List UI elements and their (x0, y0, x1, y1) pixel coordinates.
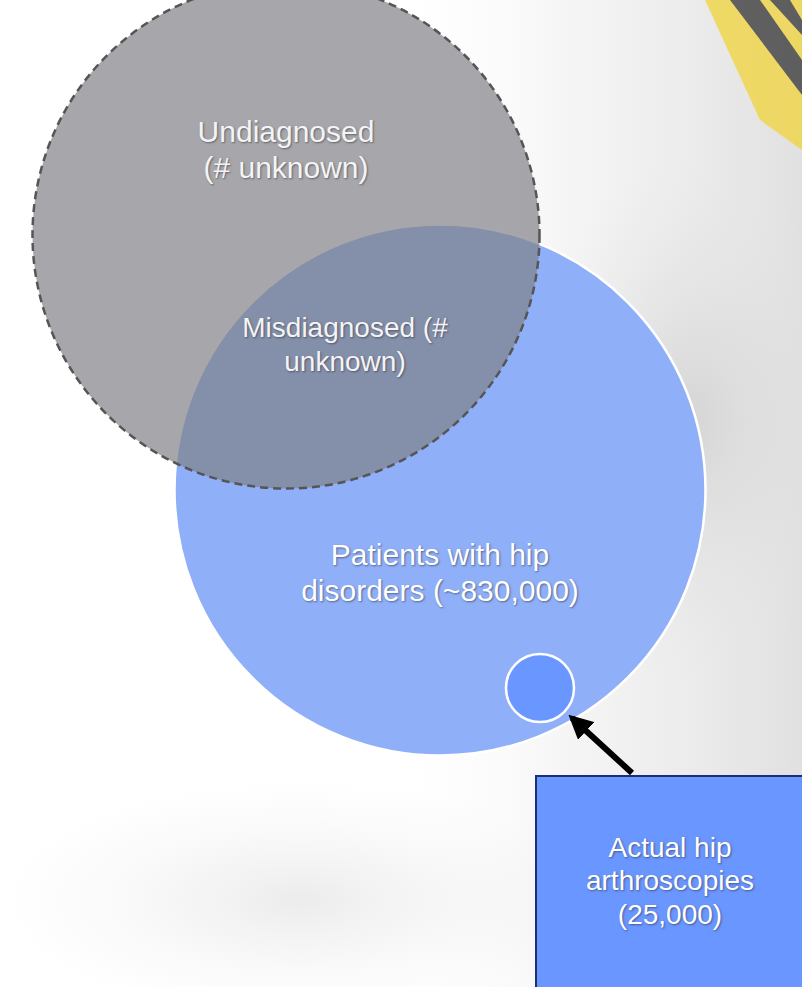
node-label: Patients with hip disorders (~830,000) (275, 537, 605, 609)
circle-outline (31, 0, 541, 490)
subset-circle (506, 654, 574, 722)
circle-shape (33, 0, 540, 489)
hip-disorders-circle: Patients with hip disorders (~830,000) (173, 223, 707, 757)
yellow-stripe (705, 0, 802, 150)
pointer-arrow (572, 718, 632, 773)
callout-box: Actual hip arthroscopies (25,000) (535, 775, 802, 987)
circle-shape (175, 225, 706, 756)
circle-outline (173, 223, 707, 757)
black-stripe (730, 0, 802, 95)
undiagnosed-circle: Undiagnosed (# unknown) (31, 0, 541, 490)
node-label: Undiagnosed (# unknown) (181, 114, 391, 186)
node-label: Misdiagnosed (# unknown) (240, 311, 450, 378)
black-stripe (770, 0, 802, 35)
node-label: Actual hip arthroscopies (25,000) (555, 831, 785, 932)
photo-stripes (705, 0, 802, 150)
overlap-region: Misdiagnosed (# unknown) (175, 225, 545, 485)
photo-blur (0, 780, 600, 987)
